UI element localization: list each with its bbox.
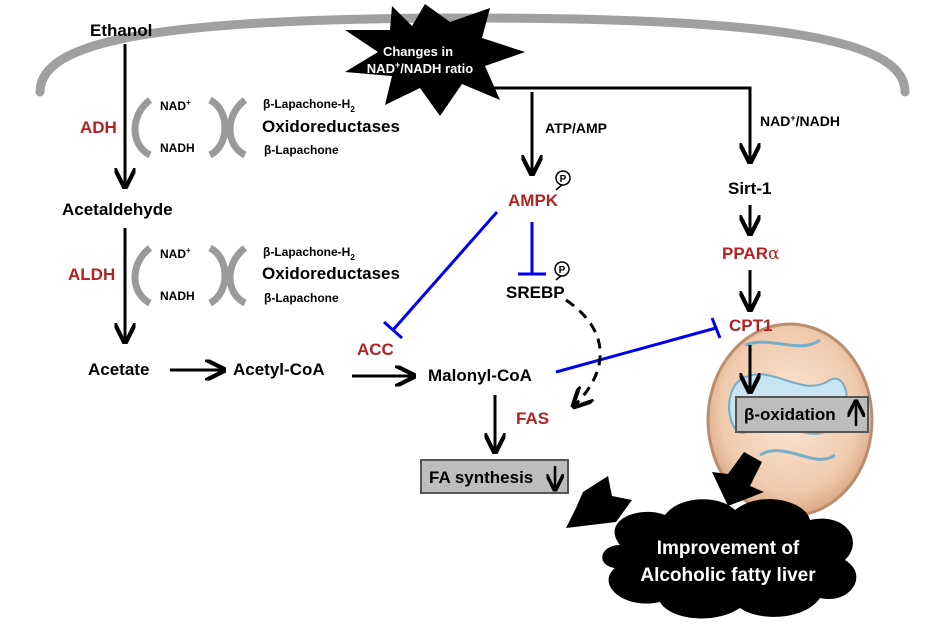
fas-enzyme-label: FAS (516, 409, 549, 428)
beta-oxidation-label: β-oxidation (744, 405, 836, 424)
cycle1-lapachone-h2: β-Lapachone-H2 (263, 97, 355, 114)
block-arrow-left (566, 476, 632, 528)
outcome-line1: Improvement of (657, 538, 800, 559)
ppara-label: PPARα (722, 244, 780, 264)
srebp-label: SREBP (506, 283, 565, 302)
malonyl-coa-label: Malonyl-CoA (428, 366, 532, 385)
cycle2-nadh: NADH (160, 289, 195, 303)
outcome-cloud-shape (602, 499, 857, 619)
connector-trigger-right (480, 86, 750, 160)
outcome-line2: Alcoholic fatty liver (640, 565, 816, 586)
cycle1-oxidoreductases: Oxidoreductases (262, 117, 400, 136)
arrow-srebp-fas-dashed (565, 298, 602, 405)
cycle1-lapachone: β-Lapachone (264, 143, 339, 157)
aldh-enzyme-label: ALDH (68, 265, 115, 284)
sirt1-label: Sirt-1 (728, 179, 771, 198)
trigger-line2: NAD+/NADH ratio (367, 60, 473, 76)
cofactor-cycle-2-arrows (131, 244, 248, 307)
phospho-srebp-icon (554, 261, 570, 281)
trigger-line1: Changes in (383, 44, 453, 59)
acetate-label: Acetate (88, 360, 149, 379)
acc-enzyme-label: ACC (357, 340, 394, 359)
cycle2-lapachone: β-Lapachone (264, 291, 339, 305)
cpt1-enzyme-label: CPT1 (729, 316, 772, 335)
block-arrow-right (712, 452, 764, 506)
cycle1-nadh: NADH (160, 141, 195, 155)
cycle2-oxidoreductases: Oxidoreductases (262, 264, 400, 283)
fa-synthesis-box (420, 459, 569, 494)
inhibition-ampk-srebp (518, 222, 546, 276)
phospho-ampk-icon (555, 170, 571, 191)
inhibition-ampk-acc (383, 211, 499, 340)
nad-nadh-label: NAD+/NADH (760, 113, 840, 129)
cycle2-nad-plus: NAD+ (160, 246, 191, 261)
cofactor-cycle-1-arrows (131, 96, 248, 159)
acetaldehyde-label: Acetaldehyde (62, 200, 173, 219)
acetyl-coa-label: Acetyl-CoA (233, 360, 325, 379)
cycle1-nad-plus: NAD+ (160, 98, 191, 113)
atp-amp-label: ATP/AMP (545, 120, 607, 136)
cycle2-lapachone-h2: β-Lapachone-H2 (263, 245, 355, 262)
fa-synthesis-label: FA synthesis (429, 468, 533, 487)
ampk-label: AMPK (508, 191, 559, 210)
phospho-srebp-text: P (559, 265, 566, 276)
adh-enzyme-label: ADH (80, 118, 117, 137)
ethanol-label: Ethanol (90, 21, 152, 40)
beta-oxidation-box (735, 396, 869, 433)
inhibition-malonyl-cpt1 (555, 317, 722, 374)
phospho-ampk-text: P (560, 174, 567, 185)
